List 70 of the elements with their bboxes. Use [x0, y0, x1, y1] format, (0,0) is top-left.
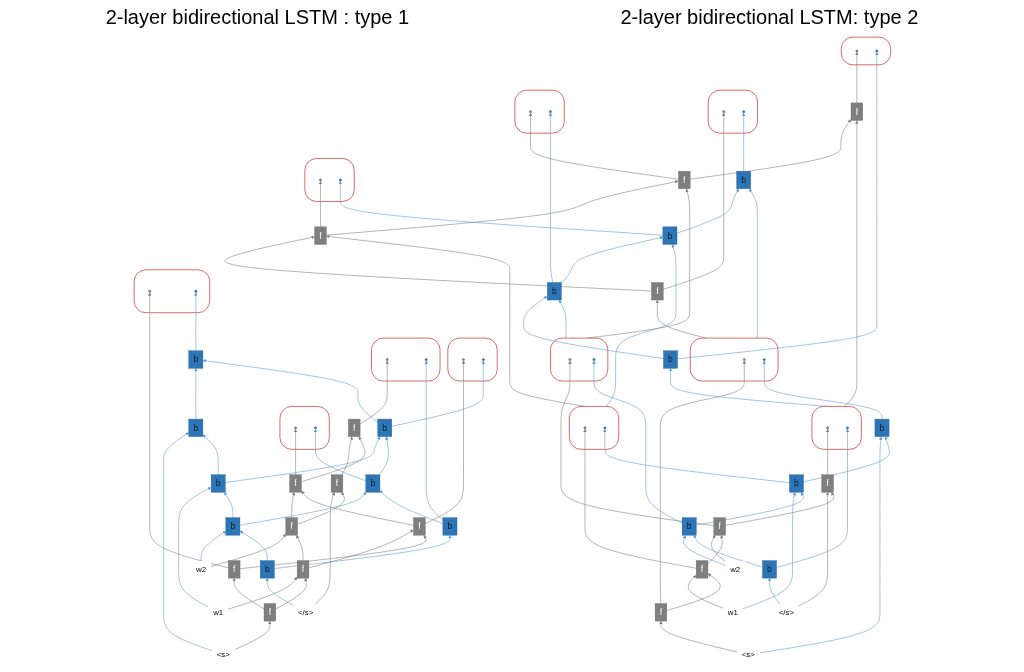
label: 2-layer bidirectional LSTM : type 1 — [105, 5, 410, 29]
label: 2-layer bidirectional LSTM: type 2 — [620, 5, 919, 29]
node-box: b — [546, 282, 562, 301]
node-box: b — [662, 226, 677, 245]
node-circle — [424, 358, 428, 361]
node-circle — [481, 358, 485, 361]
node-box: f — [289, 474, 302, 493]
node-box: b — [788, 474, 804, 493]
node-box: b — [442, 517, 457, 536]
node-box: b — [225, 517, 240, 536]
cluster — [549, 337, 608, 382]
cluster — [279, 406, 330, 450]
node-circle — [722, 110, 725, 114]
node-box: b — [761, 560, 777, 579]
node-circle — [313, 426, 317, 430]
node-box: b — [188, 350, 203, 369]
node-circle — [194, 289, 197, 293]
node-box: f — [654, 603, 667, 622]
cluster — [811, 406, 862, 450]
node-box: b — [874, 418, 889, 437]
cluster — [370, 337, 440, 382]
node-circle — [461, 358, 465, 361]
cluster — [707, 89, 758, 134]
node-box: f — [285, 517, 298, 536]
node-box: f — [850, 102, 863, 121]
node-circle — [318, 178, 322, 182]
node-circle — [568, 358, 571, 361]
node-circle — [528, 110, 532, 114]
node-circle — [875, 49, 878, 53]
cluster — [840, 36, 891, 66]
node-box: b — [365, 474, 380, 493]
node-circle — [603, 426, 606, 430]
node-circle — [583, 426, 586, 430]
cluster — [304, 158, 355, 202]
node-circle — [742, 358, 746, 361]
cluster — [133, 269, 210, 313]
node-box: b — [681, 517, 697, 536]
node-box: f — [677, 171, 690, 189]
node-circle — [762, 358, 766, 361]
node-circle — [855, 49, 858, 53]
cluster — [568, 406, 619, 450]
cluster — [447, 337, 498, 382]
node-box: f — [412, 517, 426, 536]
cluster — [514, 89, 565, 134]
node-box: f — [314, 226, 327, 245]
node-box: f — [713, 517, 726, 536]
node-box: f — [330, 474, 343, 493]
node-circle — [385, 358, 389, 361]
node-box: b — [662, 350, 678, 369]
node-box: f — [821, 474, 834, 493]
node-circle — [825, 426, 829, 430]
node-circle — [293, 426, 297, 430]
node-circle — [148, 289, 151, 293]
cluster — [689, 337, 778, 382]
node-box: b — [210, 474, 226, 493]
node-box: b — [736, 171, 751, 189]
node-box: b — [259, 560, 275, 579]
node-box: f — [347, 418, 360, 437]
node-circle — [338, 178, 342, 182]
node-box: f — [695, 560, 708, 579]
node-box: f — [650, 282, 663, 301]
node-circle — [845, 426, 849, 430]
node-circle — [741, 110, 745, 114]
node-box: f — [263, 603, 276, 622]
node-box: b — [377, 418, 392, 437]
node-box: f — [296, 560, 309, 579]
node-circle — [548, 110, 552, 114]
node-circle — [592, 358, 595, 361]
node-box: f — [227, 560, 240, 579]
node-box: b — [188, 418, 203, 437]
